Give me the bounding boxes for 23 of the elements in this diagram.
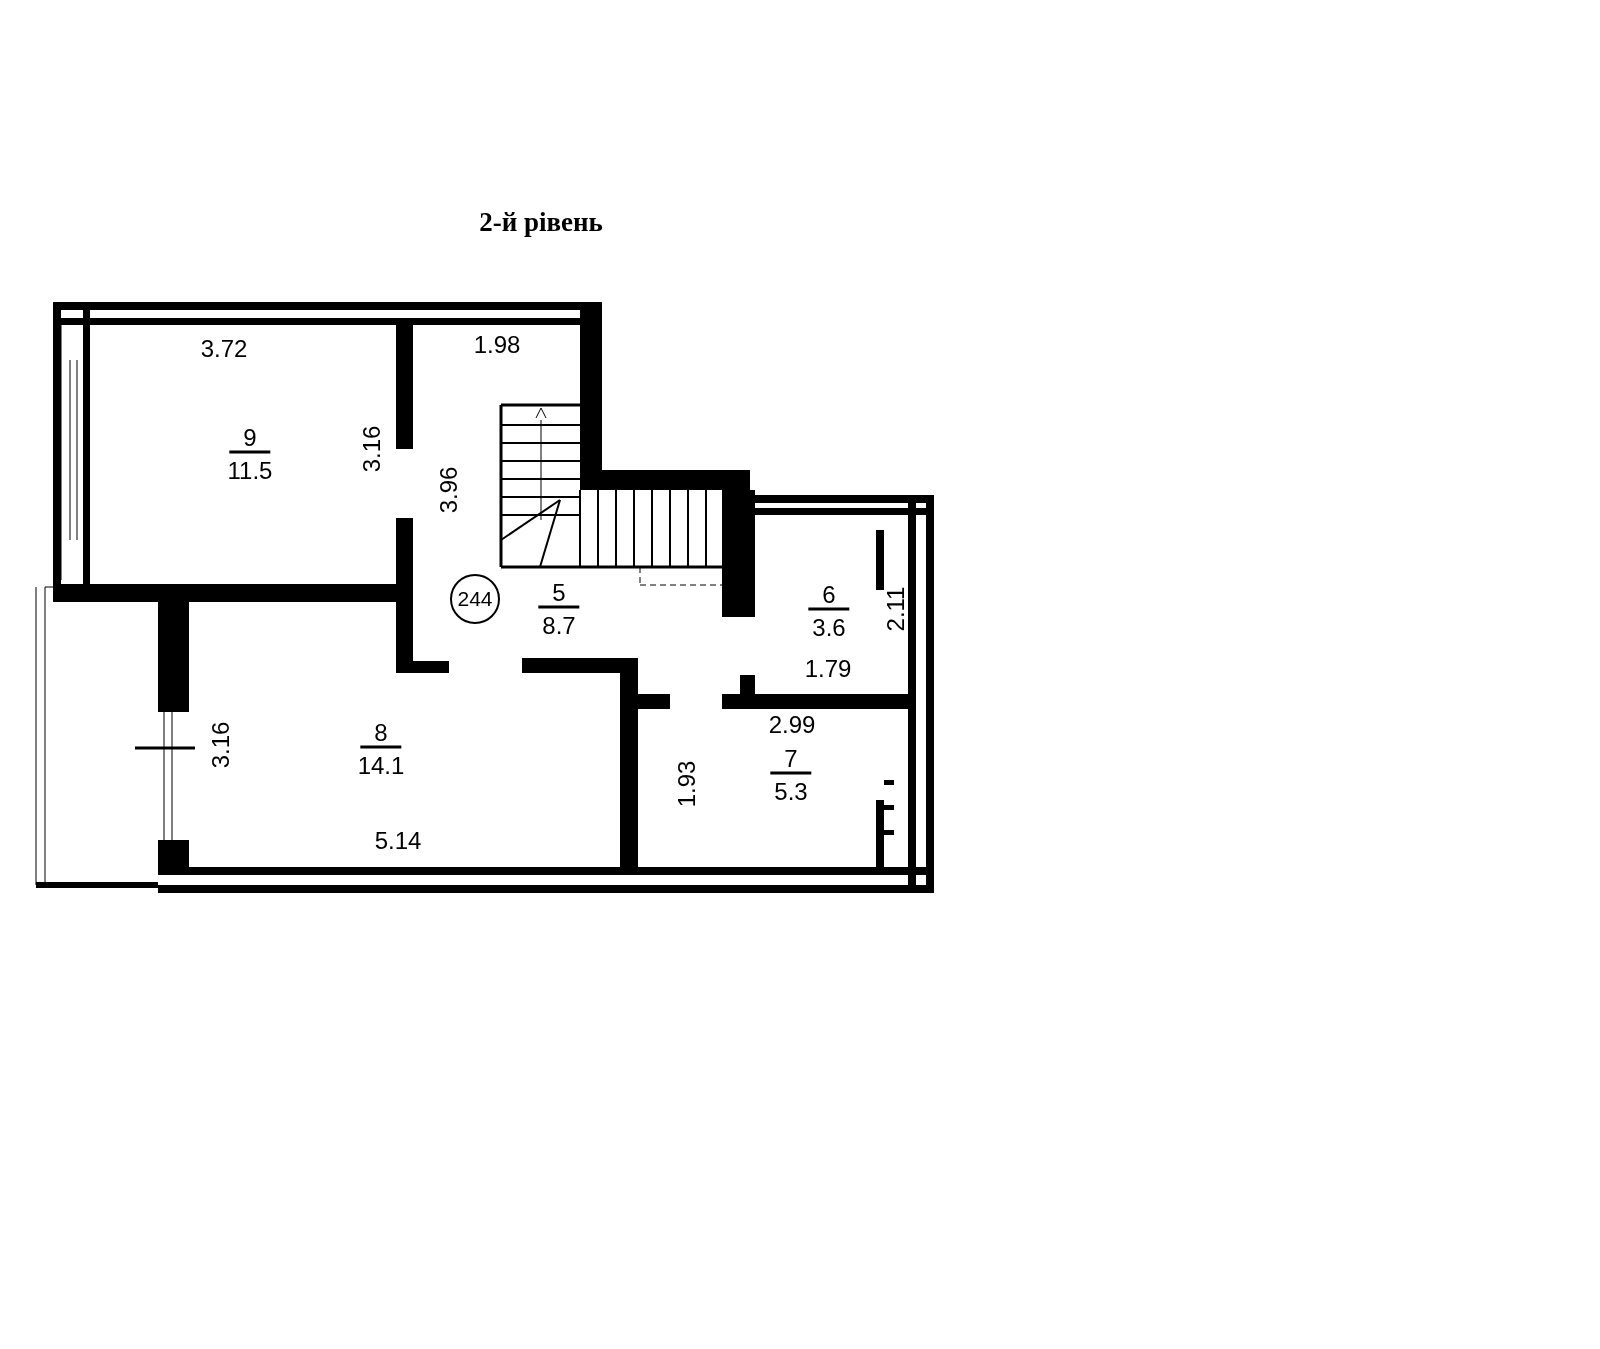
dimension-label: 1.93 xyxy=(674,760,700,808)
dimension-label: 5.14 xyxy=(374,828,422,854)
plan-title: 2-й рівень xyxy=(479,206,603,238)
dimension-label: 1.79 xyxy=(804,656,852,682)
dimension-label: 2.99 xyxy=(768,712,816,738)
dimension-label: 3.96 xyxy=(436,466,462,514)
dimension-label: 3.72 xyxy=(200,336,248,362)
dimension-label: 1.98 xyxy=(473,332,521,358)
room-area: 14.1 xyxy=(357,753,405,779)
room-area: 8.7 xyxy=(542,613,576,639)
room-number: 7 xyxy=(770,745,812,775)
room-area: 11.5 xyxy=(227,458,273,484)
apartment-number: 244 xyxy=(457,586,493,612)
dimension-label: 2.11 xyxy=(883,586,909,632)
dimension-label: 3.16 xyxy=(359,425,385,473)
room-number: 6 xyxy=(808,581,850,611)
room-number: 8 xyxy=(360,719,402,749)
room-area: 5.3 xyxy=(774,779,808,805)
room-number: 9 xyxy=(229,424,271,454)
room-number: 5 xyxy=(538,579,580,609)
room-area: 3.6 xyxy=(812,615,846,641)
dimension-label: 3.16 xyxy=(208,721,234,769)
apartment-number-circle xyxy=(450,574,500,624)
